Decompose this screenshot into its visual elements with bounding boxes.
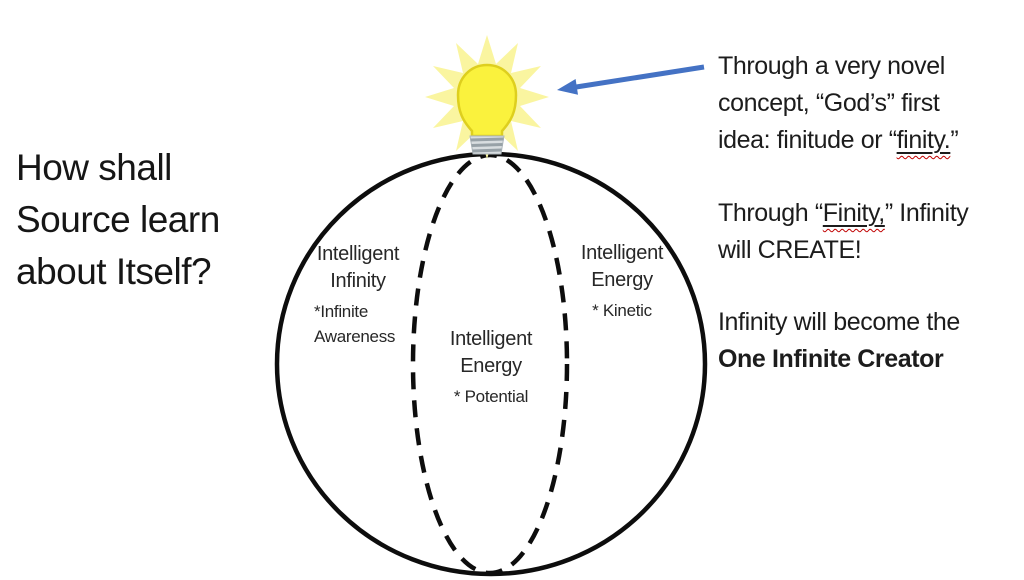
section-sub-line: Awareness (314, 327, 396, 346)
section-sub-line: * Kinetic (592, 301, 652, 320)
section-title-line: Energy (591, 269, 653, 291)
annotation-line-bold: One Infinite Creator (718, 345, 944, 373)
annotation-line: Through a very novel (718, 52, 945, 80)
annotation-line: concept, “God’s” first (718, 89, 940, 117)
sphere-section-intelligent-energy-potential: Intelligent Energy * Potential (428, 326, 554, 409)
annotation-line: will CREATE! (718, 236, 862, 264)
section-title-line: Energy (460, 355, 522, 377)
lightbulb-base (469, 135, 505, 155)
lightbulb-idea-icon (425, 35, 549, 159)
annotation-line: idea: finitude or “finity.” (718, 126, 959, 154)
section-sub-line: *Infinite (314, 302, 369, 321)
blue-arrow-icon (557, 64, 705, 95)
sphere-section-intelligent-energy-kinetic: Intelligent Energy * Kinetic (567, 240, 677, 323)
slide-heading: How shall Source learn about Itself? (16, 147, 220, 292)
section-title-line: Infinity (330, 270, 386, 292)
section-title-line: Intelligent (316, 243, 400, 265)
annotation-paragraph-2: Through “Finity,” Infinity will CREATE! (718, 195, 1024, 269)
annotation-line: Through “Finity,” Infinity (718, 199, 969, 227)
section-title-line: Intelligent (449, 328, 533, 350)
annotation-paragraph-1: Through a very novel concept, “God’s” fi… (718, 48, 1024, 159)
annotation-paragraph-3: Infinity will become the One Infinite Cr… (718, 304, 1024, 378)
section-title-line: Intelligent (580, 242, 664, 264)
section-sub-line: * Potential (453, 387, 529, 406)
misspelled-word: finity. (896, 126, 951, 154)
lightbulb-glass (456, 63, 518, 138)
sphere-section-intelligent-infinity: Intelligent Infinity *Infinite Awareness (296, 241, 420, 349)
annotation-line: Infinity will become the (718, 308, 960, 336)
dashed-lens-ellipse (410, 152, 570, 576)
misspelled-word: Finity, (822, 199, 885, 227)
